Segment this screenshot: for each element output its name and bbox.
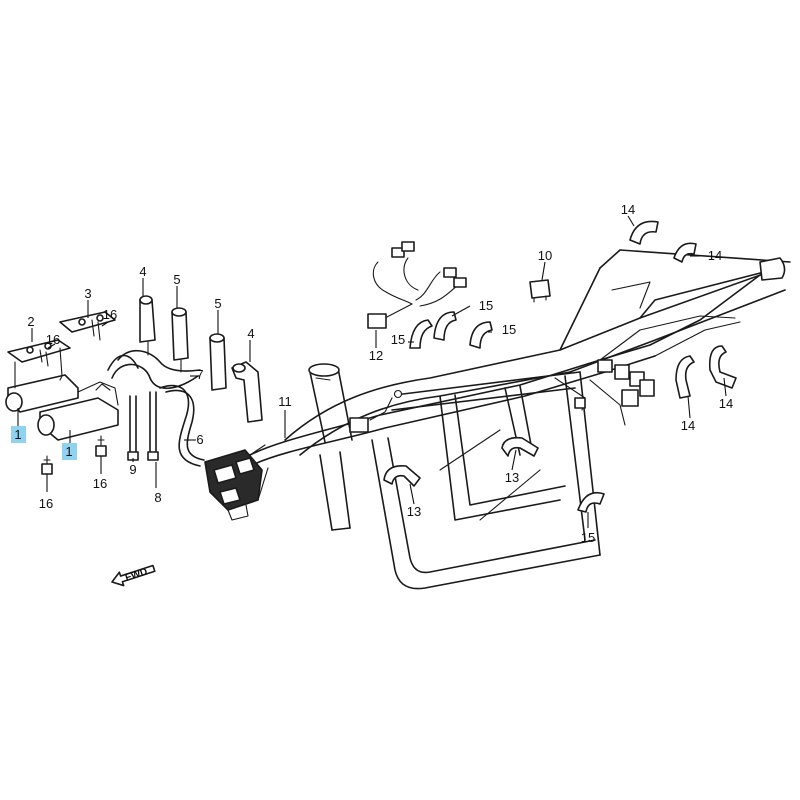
label-clamp-14-b: 14 — [708, 248, 722, 263]
wire-harness — [204, 257, 786, 521]
label-plug-cap-c: 5 — [173, 272, 180, 287]
label-clamp-14-a: 14 — [621, 202, 635, 217]
high-tension-cords — [107, 350, 205, 467]
sub-harness-12 — [367, 241, 467, 329]
clamps — [383, 220, 737, 513]
label-high-tension-cord-b: 7 — [196, 367, 203, 382]
label-clamp-14-d: 14 — [719, 396, 733, 411]
plug-caps — [139, 295, 263, 423]
label-clamp-13-a: 13 — [407, 504, 421, 519]
switch-10 — [529, 279, 551, 303]
label-clamp-15-a: 15 — [479, 298, 493, 313]
label-clamp-14-c: 14 — [681, 418, 695, 433]
label-switch-10: 10 — [538, 248, 552, 263]
label-coil-bracket-b: 3 — [84, 286, 91, 301]
label-plug-cap-b: 4 — [247, 326, 254, 341]
leader-lines — [17, 215, 727, 528]
part-labels: 1 1 2 3 16 16 4 5 5 4 7 6 9 8 11 10 12 1… — [11, 202, 733, 545]
label-bolt-16-d: 16 — [93, 476, 107, 491]
label-sub-harness: 12 — [369, 348, 383, 363]
label-clamp-13-b: 13 — [505, 470, 519, 485]
fwd-text: FWD — [124, 566, 149, 584]
label-ignition-coil-b: 1 — [65, 444, 72, 459]
label-bolt-16-a: 16 — [46, 332, 60, 347]
fwd-direction-marker: FWD — [111, 564, 156, 587]
label-plug-cap-d: 5 — [214, 296, 221, 311]
frame — [284, 249, 791, 590]
label-clamp-15-d: 15 — [581, 530, 595, 545]
label-clamp-15-c: 15 — [502, 322, 516, 337]
label-plug-cap-a: 4 — [139, 264, 146, 279]
label-high-tension-cord-c: 8 — [154, 490, 161, 505]
label-coil-bracket: 2 — [27, 314, 34, 329]
label-wire-harness: 11 — [278, 394, 292, 409]
label-high-tension-cord-d: 9 — [129, 462, 136, 477]
label-bolt-16-b: 16 — [103, 307, 117, 322]
label-ignition-coil-a: 1 — [14, 427, 21, 442]
ignition-coils — [5, 311, 119, 441]
label-clamp-15-b: 15 — [391, 332, 405, 347]
label-bolt-16-c: 16 — [39, 496, 53, 511]
highlight-box-coil-b — [62, 443, 77, 460]
label-high-tension-cord-a: 6 — [196, 432, 203, 447]
highlight-box-coil-a — [11, 426, 26, 443]
